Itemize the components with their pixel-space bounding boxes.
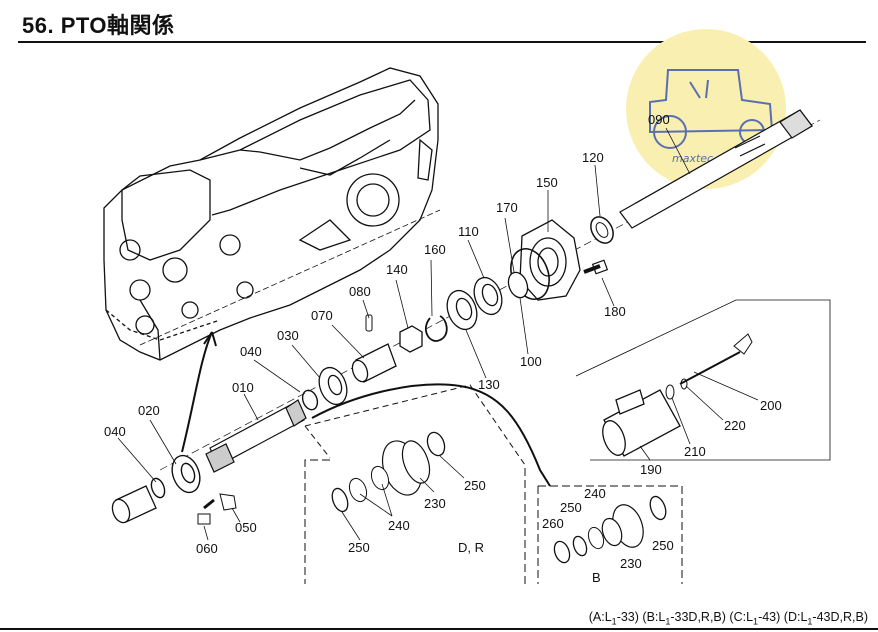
part-050-plate: [219, 493, 237, 511]
part-labels: 010 020 030 040 040 050 060 070 080 090 …: [104, 112, 782, 585]
part-240-needle-bearing-dr: [348, 465, 390, 503]
detail-box-dr: [304, 459, 526, 584]
part-230-gear-b: [601, 504, 644, 548]
label-240-b: 240: [584, 486, 606, 501]
part-030-bearing: [318, 366, 348, 406]
leader-lines: [117, 127, 759, 541]
label-170: 170: [496, 200, 518, 215]
model-b-post: -33D,R,B): [670, 610, 726, 624]
page-title: 56. PTO軸関係: [22, 13, 175, 38]
part-250-washer-dr-b: [426, 431, 446, 457]
label-060: 060: [196, 541, 218, 556]
part-090-pto-shaft: [619, 109, 813, 229]
label-220: 220: [724, 418, 746, 433]
part-250-washer-b-a: [572, 535, 588, 557]
group-label-dr: D, R: [458, 540, 484, 555]
part-060-bolt: [197, 498, 215, 525]
model-d-sub: 1: [807, 616, 813, 627]
detail-box-b: [537, 485, 683, 584]
label-160: 160: [424, 242, 446, 257]
group-label-b: B: [592, 570, 601, 585]
label-150: 150: [536, 175, 558, 190]
part-150-flange-case: [519, 219, 581, 301]
part-190-sleeve: [602, 389, 681, 457]
label-250-b-right: 250: [652, 538, 674, 553]
part-040-ring-upper: [301, 389, 319, 411]
part-040-ring-lower: [150, 477, 166, 499]
part-140-nut: [399, 325, 423, 353]
assembly-arrow: [181, 331, 213, 453]
detail-lead-dr: [304, 384, 526, 466]
label-200: 200: [760, 398, 782, 413]
part-260-collar: [553, 540, 571, 564]
label-090: 090: [648, 112, 670, 127]
model-a-sub: 1: [611, 616, 617, 627]
arrow-head-icon: [203, 331, 217, 347]
label-050: 050: [235, 520, 257, 535]
watermark-text: maxtec: [672, 152, 713, 165]
model-d-pre: (D:L: [783, 610, 808, 624]
housing-centerline: [139, 209, 441, 346]
label-080: 080: [349, 284, 371, 299]
part-020-bearing: [171, 454, 201, 494]
label-100: 100: [520, 354, 542, 369]
label-010: 010: [232, 380, 254, 395]
label-140: 140: [386, 262, 408, 277]
part-250-washer-b-b: [649, 495, 667, 521]
part-010-shaft: [205, 399, 307, 473]
label-130: 130: [478, 377, 500, 392]
model-applicability-note: (A:L1-33) (B:L1-33D,R,B) (C:L1-43) (D:L1…: [589, 610, 868, 627]
label-230-b: 230: [620, 556, 642, 571]
subassembly-frame: [575, 299, 831, 461]
shaft-coupler: [111, 485, 157, 524]
part-200-lever-bolt: [679, 333, 753, 385]
title-underline: [18, 41, 866, 43]
part-070-sleeve: [351, 343, 397, 383]
part-180-bolt: [583, 259, 609, 275]
part-210-washer: [665, 384, 675, 400]
transmission-housing: [103, 67, 439, 361]
label-230-dr: 230: [424, 496, 446, 511]
model-a-post: -33): [616, 610, 639, 624]
label-110: 110: [458, 224, 479, 239]
model-c-post: -43): [758, 610, 781, 624]
label-250-b-upper: 250: [560, 500, 582, 515]
model-d-post: -43D,R,B): [812, 610, 868, 624]
label-260: 260: [542, 516, 564, 531]
part-120-seal: [590, 216, 614, 244]
part-160-circlip: [425, 315, 448, 342]
part-100-ring: [507, 271, 529, 299]
label-040-upper: 040: [240, 344, 262, 359]
label-030: 030: [277, 328, 299, 343]
label-070: 070: [311, 308, 333, 323]
part-250-washer-dr-a: [331, 487, 349, 513]
label-190: 190: [640, 462, 662, 477]
label-180: 180: [604, 304, 626, 319]
detail-arrow-b: [311, 383, 551, 487]
label-240-dr: 240: [388, 518, 410, 533]
footer-rule: [0, 628, 878, 630]
label-040-lower: 040: [104, 424, 126, 439]
part-230-gear-dr: [381, 440, 431, 496]
label-120: 120: [582, 150, 604, 165]
part-110-bearing: [473, 276, 503, 316]
model-c-pre: (C:L: [729, 610, 754, 624]
label-210: 210: [684, 444, 706, 459]
model-a-pre: (A:L: [588, 610, 612, 624]
model-c-sub: 1: [753, 616, 759, 627]
model-b-pre: (B:L: [642, 610, 666, 624]
part-240-needle-bearing-b: [587, 526, 605, 550]
label-250-dr-left: 250: [348, 540, 370, 555]
label-250-dr-right: 250: [464, 478, 486, 493]
label-020: 020: [138, 403, 160, 418]
part-080-key: [365, 314, 373, 332]
model-b-sub: 1: [665, 616, 671, 627]
part-130-bearing: [446, 289, 478, 331]
